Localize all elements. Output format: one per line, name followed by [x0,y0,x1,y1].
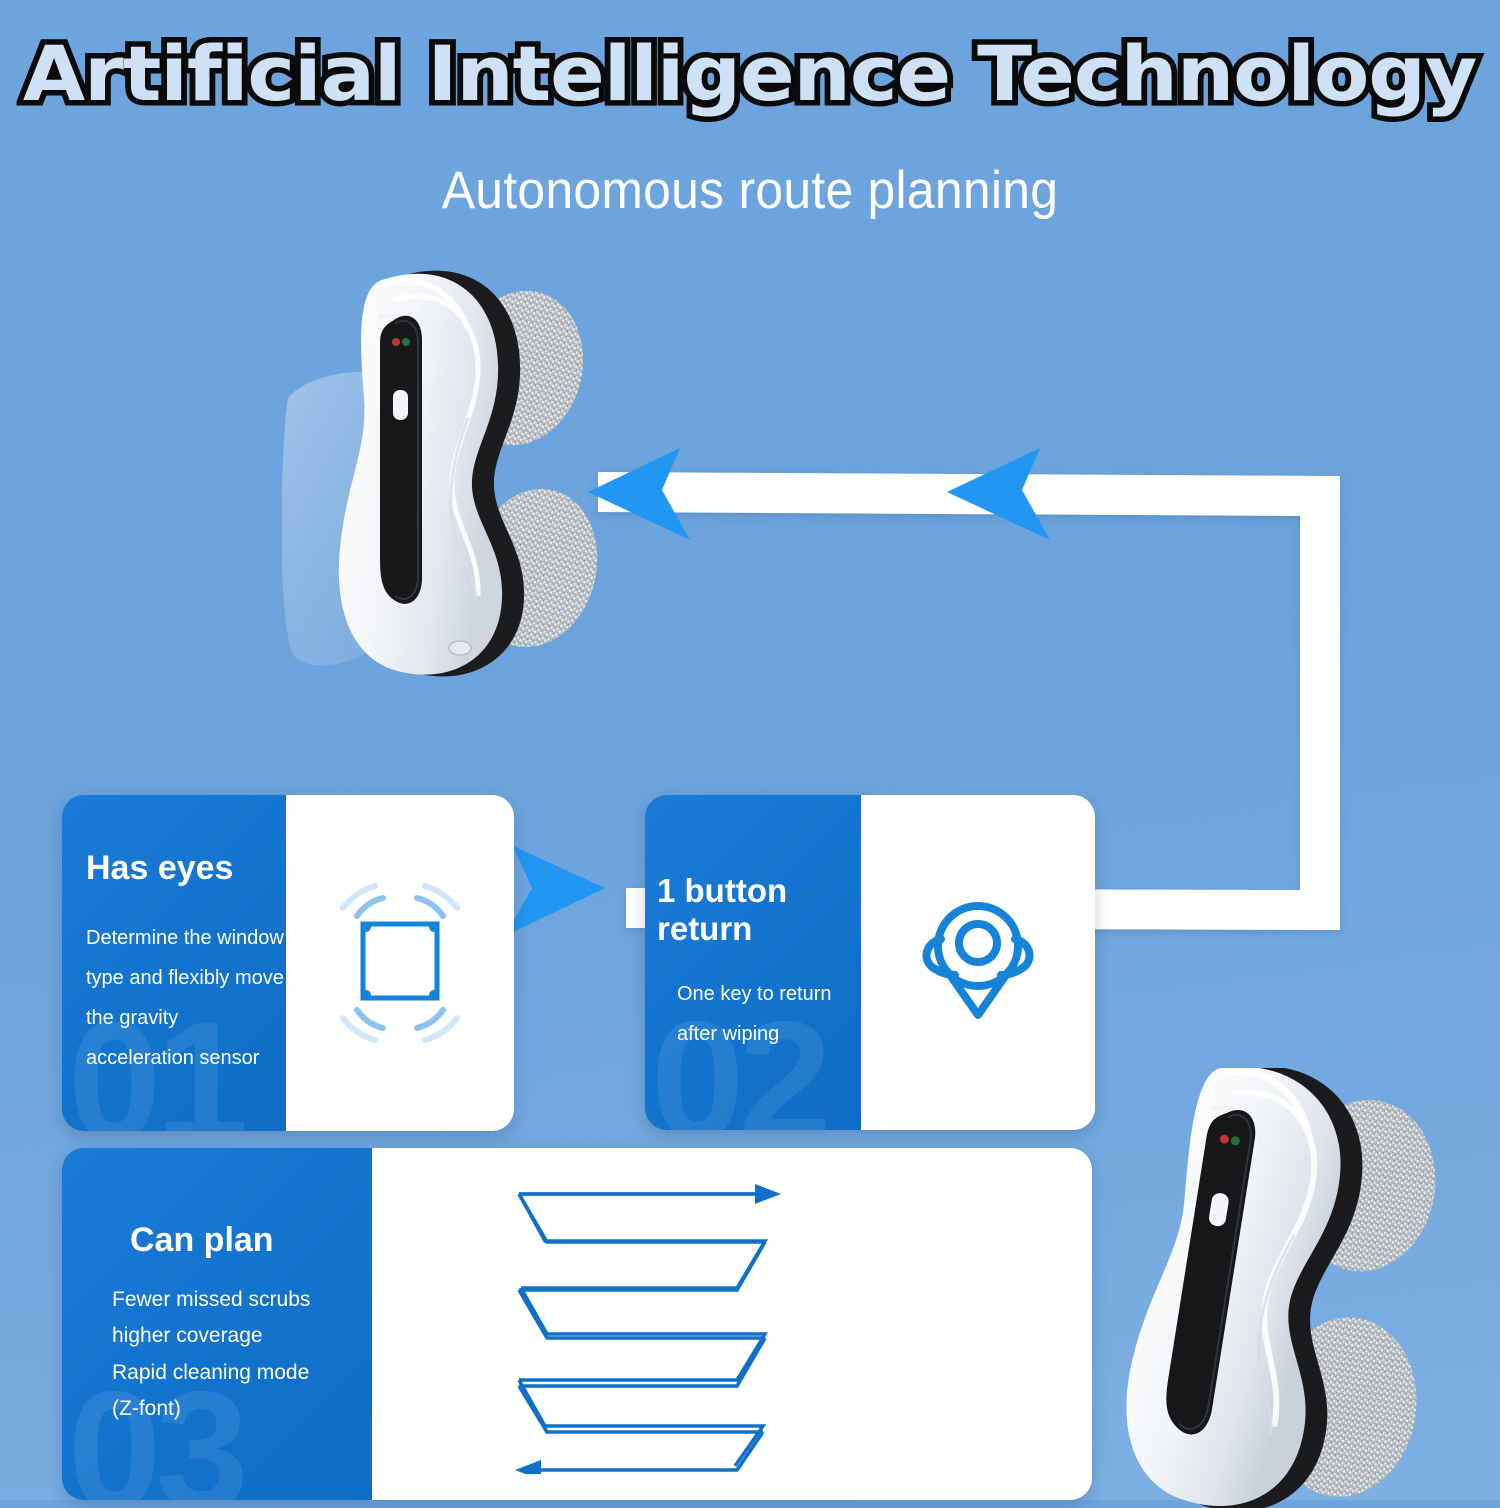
scan-frame-icon [340,883,460,1043]
window-cleaning-robot-bottom-right [1080,1068,1500,1508]
arrow-left-icon [515,1460,541,1474]
power-button [1209,1193,1229,1227]
card-title: 1 button return [657,871,788,947]
card-watermark-number: 03 [68,1356,249,1500]
card-text-panel: 03 Can plan Fewer missed scrubs higher c… [62,1148,372,1500]
card-description: Determine the window type and flexibly m… [86,926,284,1069]
location-pin-icon [922,901,1034,1019]
feature-card-has-eyes[interactable]: 01 Has eyes Determine the window type an… [62,795,514,1131]
route-arrowheads [505,448,1050,936]
feature-card-one-button-return[interactable]: 02 1 button return One key to return aft… [645,795,1095,1130]
arrow-left-1 [588,448,690,540]
page-subtitle: Autonomous route planning [441,161,1059,220]
card-text-panel: 01 Has eyes Determine the window type an… [62,795,286,1131]
card-watermark-number: 01 [68,987,249,1131]
power-button [393,390,408,420]
feature-card-can-plan[interactable]: 03 Can plan Fewer missed scrubs higher c… [62,1148,1092,1500]
card-title: Can plan [130,1221,274,1260]
card-icon-panel [372,1148,1092,1500]
window-cleaning-robot-top [282,248,622,688]
card-icon-panel [286,795,514,1131]
arrow-left-2 [947,448,1050,540]
card-text-panel: 02 1 button return One key to return aft… [645,795,861,1130]
card-watermark-number: 02 [651,986,832,1130]
led-indicator [1219,1134,1229,1144]
arrow-right-icon [755,1184,781,1204]
arrow-right-1 [505,846,605,936]
led-indicator [392,338,400,346]
zigzag-route-icon [515,1184,781,1474]
card-title: Has eyes [86,848,234,887]
card-description: Fewer missed scrubs higher coverage Rapi… [112,1288,311,1420]
card-description: One key to return after wiping [677,982,832,1045]
card-icon-panel [861,795,1095,1130]
